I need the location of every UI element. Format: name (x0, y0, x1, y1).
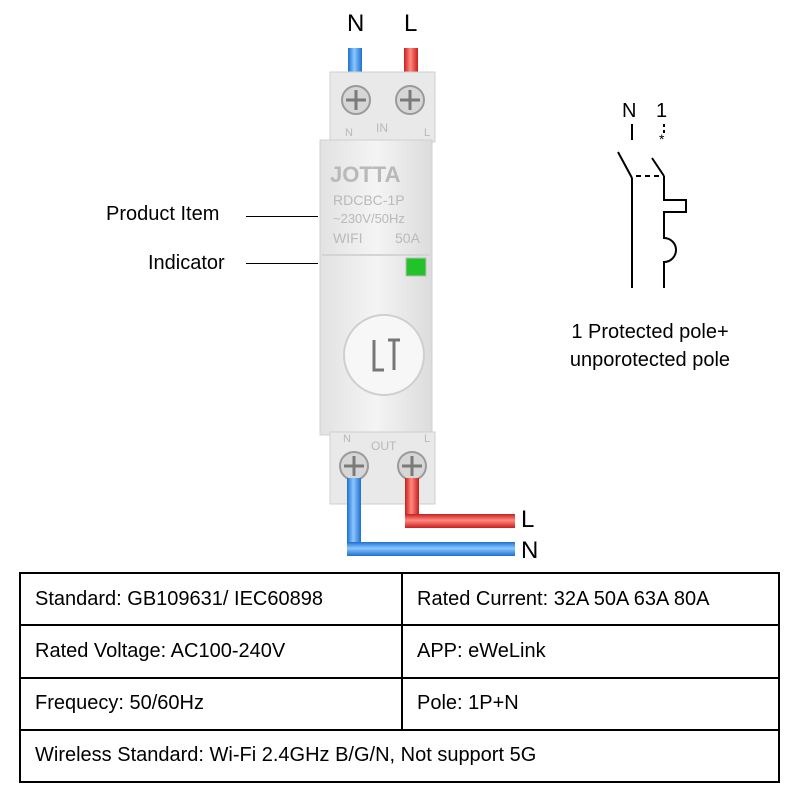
table-row: Standard: GB109631/ IEC60898 Rated Curre… (19, 571, 780, 627)
spec-frequency: Frequecy: 50/60Hz (19, 676, 403, 731)
pole-star: * (659, 131, 665, 147)
wifi-text: WIFI (333, 230, 363, 246)
button-glyph-icon (372, 338, 400, 372)
spec-app: APP: eWeLink (401, 624, 780, 679)
table-row: Rated Voltage: AC100-240V APP: eWeLink (19, 624, 780, 679)
top-live-label: L (404, 10, 418, 37)
out-neutral-wire-v (347, 478, 361, 556)
svg-text:N: N (343, 433, 351, 445)
brand-logo: JOTTA (330, 162, 401, 187)
table-row: Frequecy: 50/60Hz Pole: 1P+N (19, 676, 780, 731)
svg-text:IN: IN (376, 121, 388, 135)
pole-label-n: N (622, 100, 637, 122)
out-neutral-label: N (521, 537, 539, 564)
out-neutral-wire-h (347, 542, 515, 556)
indicator-light (405, 257, 427, 277)
svg-text:L: L (424, 433, 430, 445)
out-live-wire-h (405, 514, 515, 528)
pole-caption-line1: 1 Protected pole+ (571, 321, 729, 343)
rating-voltage-text: ~230V/50Hz (333, 211, 405, 226)
spec-rated-current: Rated Current: 32A 50A 63A 80A (401, 571, 780, 627)
spec-rated-voltage: Rated Voltage: AC100-240V (19, 624, 403, 679)
table-row: Wireless Standard: Wi-Fi 2.4GHz B/G/N, N… (19, 728, 780, 784)
product-item-callout: Product Item (106, 203, 220, 225)
product-item-leader-line (246, 216, 318, 217)
out-live-label: L (521, 506, 535, 533)
pole-schematic (617, 124, 687, 288)
pole-caption-line2: unporotected pole (569, 349, 731, 371)
toggle-button (343, 314, 425, 396)
spec-pole: Pole: 1P+N (401, 676, 780, 731)
top-neutral-label: N (347, 10, 365, 37)
pole-caption: 1 Protected pole+ unporotected pole (540, 318, 760, 374)
spec-standard: Standard: GB109631/ IEC60898 (19, 571, 403, 627)
svg-text:OUT: OUT (371, 439, 397, 453)
spec-table: Standard: GB109631/ IEC60898 Rated Curre… (19, 571, 780, 784)
rating-current-text: 50A (395, 230, 421, 246)
indicator-callout: Indicator (148, 252, 225, 274)
svg-text:N: N (345, 127, 353, 139)
spec-wireless-standard: Wireless Standard: Wi-Fi 2.4GHz B/G/N, N… (19, 728, 780, 784)
svg-text:L: L (424, 127, 430, 139)
model-text: RDCBC-1P (333, 192, 405, 208)
breaker-illustration: N IN L JOTTA RDCBC-1P ~230V/50Hz WIFI 50… (319, 48, 515, 556)
indicator-leader-line (246, 263, 318, 264)
pole-label-1: 1 (656, 100, 668, 122)
